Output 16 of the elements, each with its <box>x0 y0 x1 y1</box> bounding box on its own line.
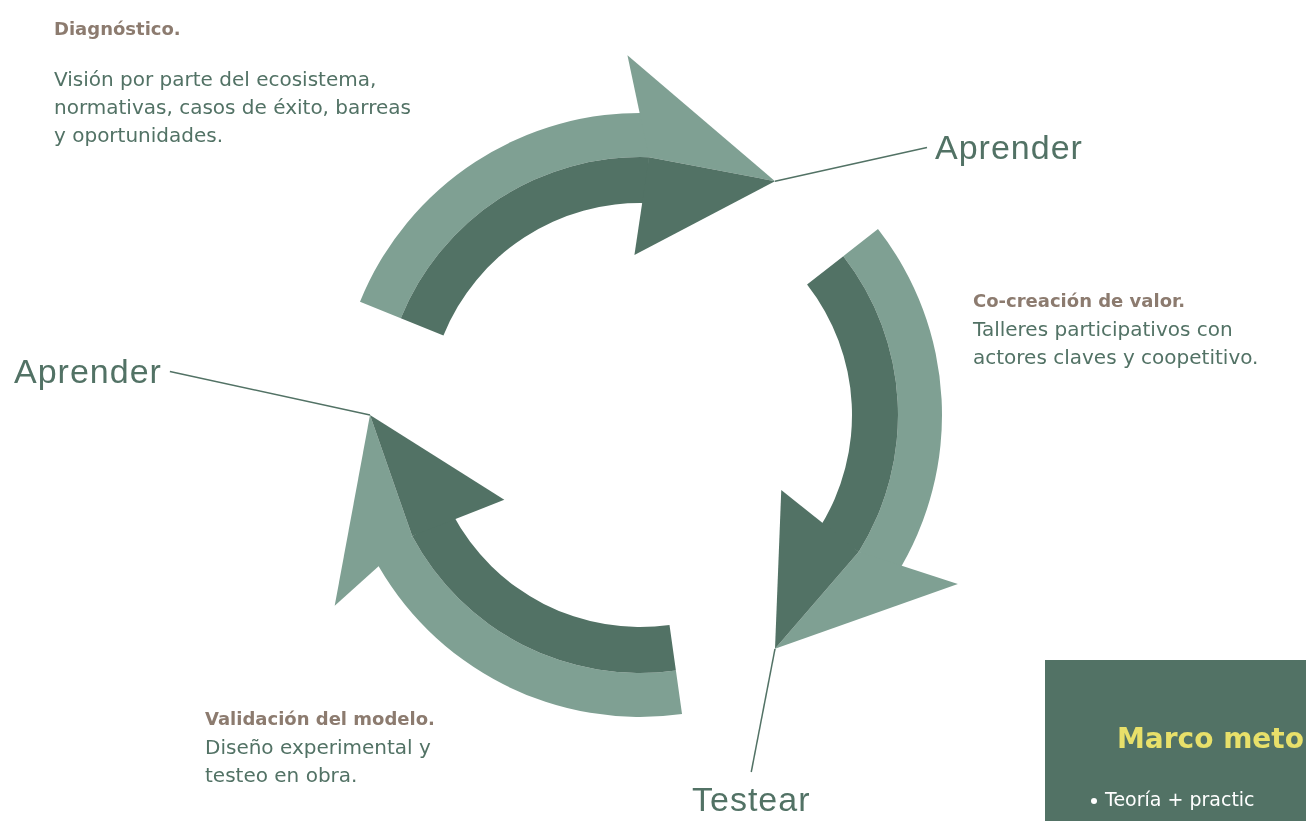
step-description: Diseño experimental y testeo en obra. <box>205 734 432 789</box>
step-heading: Validación del modelo. <box>205 708 436 729</box>
step-heading: Diagnóstico. <box>54 18 182 39</box>
bullet-item: Teoría + practic <box>1105 788 1255 810</box>
step-description: Talleres participativos con actores claves y coopetitivo. <box>973 316 1260 371</box>
stage-label: Testear <box>692 780 811 819</box>
stage-label: Aprender <box>935 128 1083 167</box>
stage-label: Aprender <box>14 352 162 391</box>
step-description: Visión por parte del ecosistema, normativas, casos de éxito, barreas y oportunidades. <box>54 66 412 149</box>
leader-line <box>169 370 371 416</box>
curved-arrow <box>775 229 958 649</box>
panel-heading: Marco meto <box>1117 722 1304 755</box>
leader-line <box>750 648 776 773</box>
info-panel <box>1045 660 1306 821</box>
leader-line <box>774 146 928 182</box>
step-heading: Co-creación de valor. <box>973 290 1187 311</box>
